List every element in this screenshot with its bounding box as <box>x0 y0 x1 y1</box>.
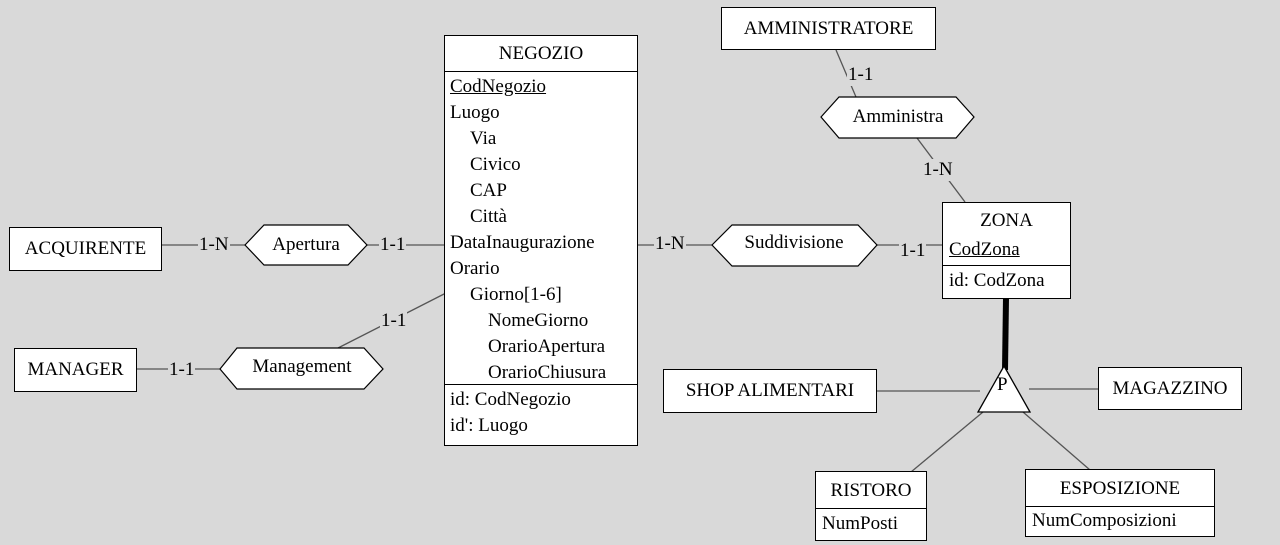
entity-magazzino: MAGAZZINO <box>1098 367 1242 410</box>
card-suddivisione-zona: 1-1 <box>899 240 927 262</box>
relationship-apertura-shape <box>244 224 368 266</box>
card-acquirente-apertura: 1-N <box>198 234 230 256</box>
card-management-negozio: 1-1 <box>380 310 408 332</box>
attr-orarioapertura: OrarioApertura <box>488 336 606 357</box>
edge-p-ristoro <box>910 411 984 473</box>
attr-civico: Civico <box>470 154 521 175</box>
negozio-id-secondary: id': Luogo <box>450 415 528 436</box>
card-negozio-suddivisione: 1-N <box>654 233 686 255</box>
isa-line <box>1002 297 1009 371</box>
card-manager-management: 1-1 <box>168 359 196 381</box>
card-apertura-negozio: 1-1 <box>379 234 407 256</box>
entity-zona: ZONA CodZona id: CodZona <box>942 202 1071 299</box>
entity-amministratore: AMMINISTRATORE <box>721 7 936 50</box>
attr-numposti: NumPosti <box>816 508 926 539</box>
attr-datainaugurazione: DataInaugurazione <box>450 232 595 253</box>
entity-esposizione-title: ESPOSIZIONE <box>1059 478 1181 499</box>
attr-codnegozio: CodNegozio <box>450 76 547 97</box>
card-amministra-zona: 1-N <box>922 159 954 181</box>
zona-identifier: id: CodZona <box>943 265 1070 296</box>
edge-amministratore-amministra <box>835 49 857 98</box>
negozio-id-primary: id: CodNegozio <box>450 389 571 410</box>
entity-acquirente: ACQUIRENTE <box>9 227 162 271</box>
relationship-amministra-shape <box>820 96 975 139</box>
entity-negozio-title: NEGOZIO <box>445 36 637 72</box>
entity-esposizione: ESPOSIZIONE NumComposizioni <box>1025 469 1215 537</box>
relationship-management: Management <box>252 356 352 377</box>
attr-orariochiusura: OrarioChiusura <box>488 362 607 383</box>
attr-codzona: CodZona <box>949 239 1020 260</box>
edge-p-esposizione <box>1022 411 1091 471</box>
relationship-suddivisione-shape <box>711 224 878 267</box>
relationship-amministra: Amministra <box>852 106 944 127</box>
generalization-coverage-label: P <box>997 374 1008 395</box>
attr-luogo: Luogo <box>450 102 500 123</box>
negozio-identifiers: id: CodNegozio id': Luogo <box>445 384 637 439</box>
attr-via: Via <box>470 128 497 149</box>
relationship-apertura: Apertura <box>272 234 340 255</box>
attr-numcomposizioni: NumComposizioni <box>1026 506 1214 535</box>
entity-ristoro-title: RISTORO <box>830 480 912 501</box>
entity-shop-alimentari: SHOP ALIMENTARI <box>663 369 877 413</box>
attr-giorno: Giorno[1-6] <box>470 284 562 305</box>
entity-negozio: NEGOZIO CodNegozio Luogo Via Civico CAP … <box>444 35 638 446</box>
attr-citta: Città <box>470 206 507 227</box>
attr-nomegiorno: NomeGiorno <box>488 310 589 331</box>
negozio-attributes: CodNegozio Luogo Via Civico CAP Città Da… <box>445 72 637 384</box>
attr-cap: CAP <box>470 180 507 201</box>
relationship-management-shape <box>219 347 384 390</box>
relationship-suddivisione: Suddivisione <box>744 232 844 253</box>
entity-ristoro: RISTORO NumPosti <box>815 471 927 541</box>
attr-orario: Orario <box>450 258 500 279</box>
entity-manager: MANAGER <box>14 348 137 392</box>
generalization-triangle <box>976 364 1032 413</box>
card-amministratore-amministra: 1-1 <box>847 64 875 86</box>
entity-zona-title: ZONA <box>980 210 1033 231</box>
